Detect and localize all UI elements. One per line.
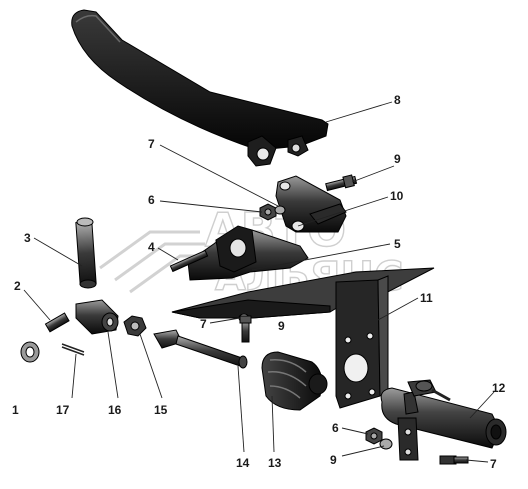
bolt-mid — [239, 315, 252, 343]
master-cylinder — [380, 379, 507, 461]
callout-7-top: 7 — [148, 137, 155, 151]
callout-12: 12 — [492, 381, 506, 395]
callout-9-top: 9 — [394, 152, 401, 166]
washer-1 — [20, 341, 40, 363]
nut-top — [259, 203, 277, 221]
callout-1: 1 — [12, 403, 19, 417]
callout-2: 2 — [14, 279, 21, 293]
callout-17: 17 — [56, 403, 70, 417]
callout-3: 3 — [24, 231, 31, 245]
callout-8: 8 — [394, 93, 401, 107]
pedal-arm — [71, 9, 329, 167]
nut-bottom — [365, 427, 383, 445]
callout-14: 14 — [236, 456, 250, 470]
pivot-bracket — [187, 225, 309, 281]
washer-top — [274, 205, 286, 215]
nut-15 — [123, 315, 147, 337]
callout-7-mid: 7 — [200, 317, 207, 331]
callout-13: 13 — [268, 456, 282, 470]
callout-labels: 8 7 9 6 10 3 4 5 2 11 7 9 1 17 16 15 14 … — [12, 93, 506, 471]
callout-6-top: 6 — [148, 193, 155, 207]
mounting-bracket — [171, 267, 435, 409]
callout-10: 10 — [390, 189, 404, 203]
clevis — [75, 299, 119, 335]
callout-6-bottom: 6 — [332, 421, 339, 435]
callout-9-mid: 9 — [278, 319, 285, 333]
washer-bottom — [379, 438, 393, 450]
cotter-pin — [61, 343, 85, 356]
callout-15: 15 — [154, 403, 168, 417]
callout-5: 5 — [394, 237, 401, 251]
leader-lines — [23, 101, 495, 463]
callout-9-bottom: 9 — [330, 453, 337, 467]
pivot-shaft — [75, 217, 97, 289]
bolt-top — [325, 174, 358, 192]
rubber-boot — [261, 351, 328, 411]
pivot-pin — [169, 249, 209, 273]
callout-7-bottom: 7 — [490, 457, 497, 471]
push-rod — [153, 329, 248, 369]
callout-4: 4 — [148, 240, 155, 254]
callout-11: 11 — [420, 291, 433, 305]
callout-16: 16 — [108, 403, 122, 417]
small-bolt — [44, 312, 70, 333]
bolt-bottom — [439, 455, 469, 465]
